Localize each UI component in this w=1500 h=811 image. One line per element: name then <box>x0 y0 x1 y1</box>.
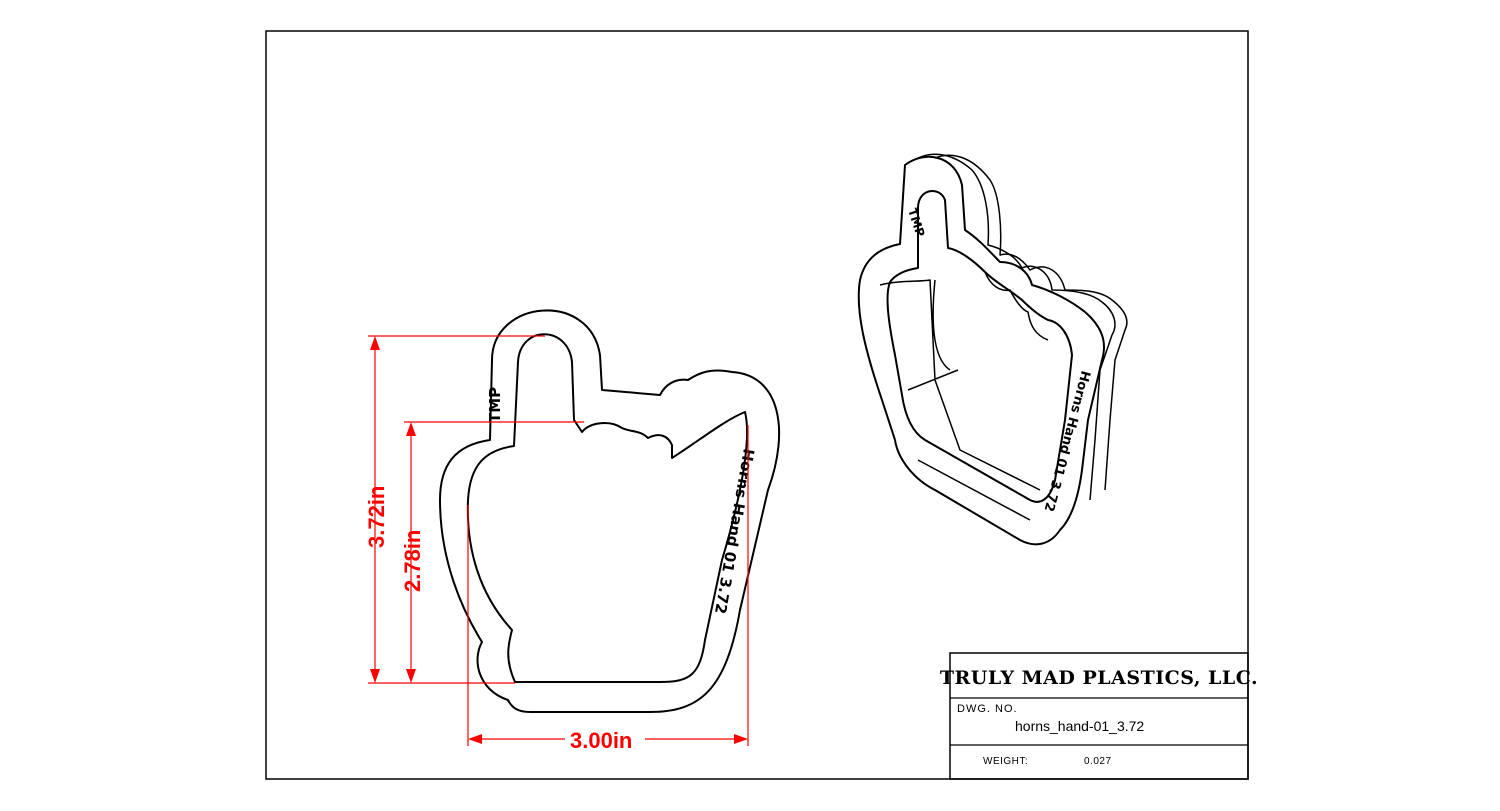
dwg-no-value: horns_hand-01_3.72 <box>1015 718 1144 734</box>
dimension-height-inner-label: 2.78in <box>400 530 425 592</box>
sheet-border <box>265 30 1249 780</box>
part-label-text: Horns Hand 01 3.72 <box>711 447 758 615</box>
maker-mark-text: TMP <box>486 387 504 423</box>
dimension-width-label: 3.00in <box>570 728 632 753</box>
dimension-height-inner: 2.78in <box>400 421 584 683</box>
iso-knuckles <box>984 271 1049 341</box>
weight-value: 0.027 <box>1084 756 1112 767</box>
iso-back-layer-2 <box>934 154 1128 491</box>
dwg-no-label: DWG. NO. <box>957 703 1018 715</box>
weight-label: WEIGHT: <box>983 756 1028 767</box>
dimension-width: 3.00in <box>467 425 749 753</box>
dimension-height-outer-label: 3.72in <box>364 486 389 548</box>
iso-back-layer-1 <box>917 153 1116 501</box>
isometric-view: TMP Horns Hand 01 3.72 <box>857 153 1128 546</box>
iso-inner-wall <box>879 279 1041 521</box>
iso-rim-outer <box>857 155 1105 546</box>
cutter-inner-outline <box>466 333 748 683</box>
cutter-outer-outline <box>439 309 781 713</box>
title-block: TRULY MAD PLASTICS, LLC. DWG. NO. horns_… <box>940 652 1258 780</box>
front-view: TMP Horns Hand 01 3.72 <box>439 309 781 713</box>
company-name: TRULY MAD PLASTICS, LLC. <box>940 667 1258 689</box>
dimension-height-outer: 3.72in <box>364 335 545 684</box>
iso-maker-mark-text: TMP <box>905 207 927 239</box>
iso-rim-inner <box>886 190 1073 503</box>
